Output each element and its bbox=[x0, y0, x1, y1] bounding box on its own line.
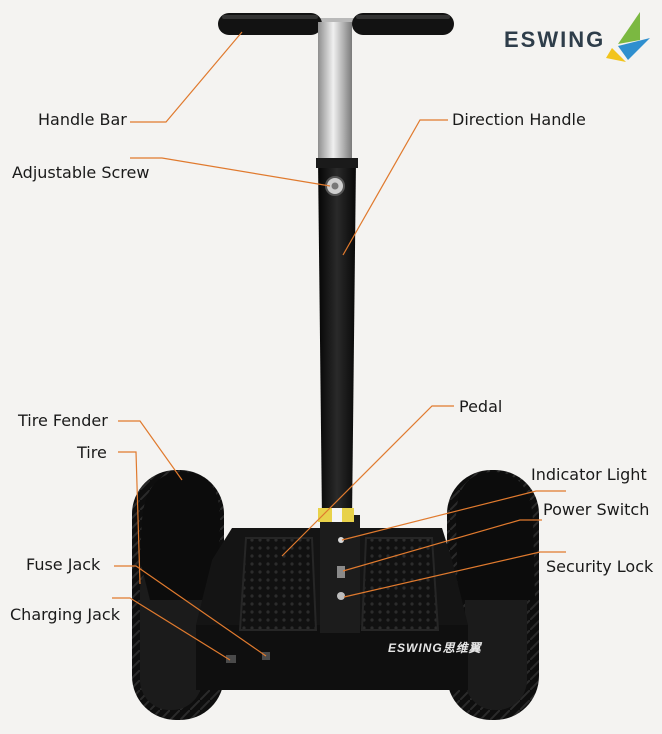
label-pedal: Pedal bbox=[459, 397, 503, 416]
label-handle-bar: Handle Bar bbox=[38, 110, 127, 129]
power-switch[interactable] bbox=[337, 566, 345, 578]
handle-bar bbox=[218, 13, 454, 35]
charging-jack[interactable] bbox=[226, 655, 236, 663]
indicator-light bbox=[338, 537, 344, 543]
label-tire-fender: Tire Fender bbox=[18, 411, 108, 430]
leader-power-switch bbox=[342, 519, 542, 572]
brand-logo-text: ESWING bbox=[504, 27, 606, 52]
label-charging-jack: Charging Jack bbox=[10, 605, 120, 624]
leader-indicator-light bbox=[341, 490, 566, 541]
leader-direction-handle bbox=[342, 119, 448, 256]
tire-fender-left bbox=[140, 472, 220, 600]
leader-adjustable-screw bbox=[130, 157, 331, 187]
leader-handle-bar bbox=[130, 31, 243, 123]
label-adjustable-screw: Adjustable Screw bbox=[12, 163, 150, 182]
label-tire: Tire bbox=[77, 443, 107, 462]
leader-pedal bbox=[281, 405, 454, 557]
leader-security-lock bbox=[343, 551, 566, 598]
leader-charging-jack bbox=[112, 597, 231, 661]
handle-stem bbox=[318, 22, 352, 167]
security-lock[interactable] bbox=[337, 592, 345, 600]
label-direction-handle: Direction Handle bbox=[452, 110, 586, 129]
direction-handle-column bbox=[318, 160, 356, 520]
label-power-switch: Power Switch bbox=[543, 500, 650, 519]
leader-fuse-jack bbox=[114, 565, 267, 657]
eswing-logo-icon bbox=[606, 12, 650, 62]
pedal-left bbox=[238, 537, 318, 631]
adjustable-screw bbox=[325, 176, 345, 196]
label-fuse-jack: Fuse Jack bbox=[26, 555, 101, 574]
label-indicator-light: Indicator Light bbox=[531, 465, 647, 484]
leader-lines bbox=[112, 31, 566, 661]
tire-fender-right bbox=[456, 472, 535, 600]
leader-tire bbox=[118, 451, 141, 585]
deck-logo-text: ESWING思维翼 bbox=[388, 641, 482, 655]
leader-tire-fender bbox=[118, 420, 183, 481]
label-security-lock: Security Lock bbox=[546, 557, 654, 576]
